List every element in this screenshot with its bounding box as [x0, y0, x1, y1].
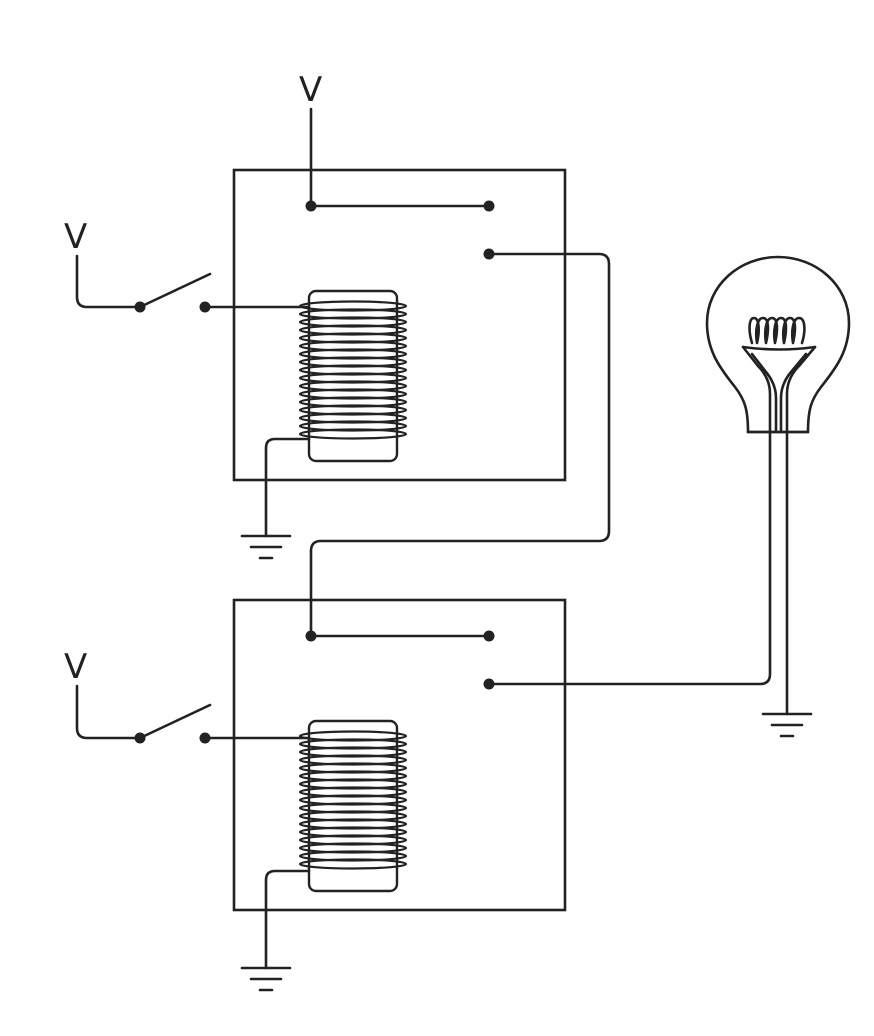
- bulb-stem-left: [750, 352, 778, 434]
- top-switch-supply-wire: [75, 254, 142, 309]
- top-relay-armature-tip: [483, 200, 495, 212]
- bottom-relay-armature-tip: [483, 630, 495, 642]
- top-relay-supply-label: V: [299, 70, 322, 110]
- coil-winding: [298, 858, 408, 870]
- bottom-switch-supply-wire: [75, 684, 142, 740]
- top-switch: V: [64, 217, 212, 313]
- top-relay-armature-pivot: [305, 200, 317, 212]
- bulb-feed-wire: [487, 430, 772, 686]
- bulb-lead-right: [785, 345, 817, 434]
- bottom-switch-blade: [138, 703, 212, 740]
- top-relay-coil: [298, 289, 408, 463]
- bottom-switch-supply-label: V: [64, 647, 87, 687]
- bottom-relay: [203, 598, 567, 970]
- ground-bottom-coil: [240, 966, 292, 992]
- bottom-switch: V: [64, 647, 212, 744]
- bottom-relay-housing: [232, 598, 567, 912]
- bulb-stem-right: [779, 352, 808, 434]
- bottom-relay-coil: [298, 719, 408, 893]
- bulb-lead-left: [741, 345, 772, 434]
- top-relay-housing: [232, 168, 567, 482]
- bulb-filament-base: [741, 345, 817, 351]
- top-relay: V: [203, 70, 567, 538]
- coil-winding: [298, 428, 408, 440]
- top-switch-contact: [199, 301, 211, 313]
- inter-relay-wire: [309, 252, 611, 638]
- light-bulb: [705, 255, 851, 716]
- top-relay-coil-ground-wire: [264, 437, 311, 538]
- bottom-relay-armature-pivot: [305, 630, 317, 642]
- ground-bulb: [761, 712, 813, 738]
- ground-top-coil: [240, 534, 292, 560]
- top-switch-blade: [138, 272, 212, 309]
- bulb-filament: [748, 316, 806, 345]
- bottom-relay-coil-ground-wire: [264, 869, 311, 970]
- bottom-switch-contact: [199, 732, 211, 744]
- bulb-glass: [705, 255, 851, 434]
- top-switch-supply-label: V: [64, 217, 87, 257]
